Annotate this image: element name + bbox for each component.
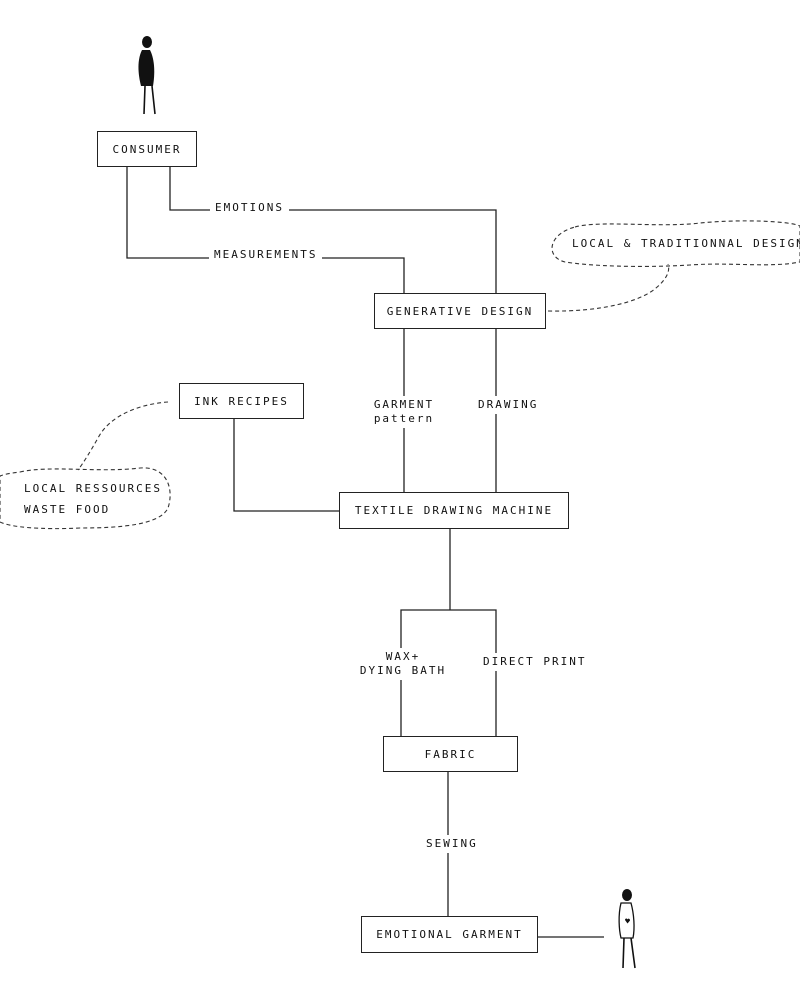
node-fabric-label: FABRIC xyxy=(424,747,477,761)
node-textile-machine-label: TEXTILE DRAWING MACHINE xyxy=(354,504,554,517)
cloud-link-designs xyxy=(547,263,670,312)
edge-label-garment-pattern: GARMENT pattern xyxy=(368,396,440,428)
node-ink-recipes: INK RECIPES xyxy=(179,383,304,419)
edge-label-direct-print: DIRECT PRINT xyxy=(479,653,591,671)
cloud-label-local-resources: LOCAL RESSOURCES xyxy=(24,482,162,495)
cloud-link-resources xyxy=(77,401,169,471)
node-generative-design-label: GENERATIVE DESIGN xyxy=(386,304,534,318)
connector-measurements xyxy=(126,166,405,294)
edge-label-pattern: pattern xyxy=(373,412,435,425)
cloud-local-designs xyxy=(551,220,800,267)
garment-figure-icon xyxy=(618,889,636,969)
edge-label-emotions: EMOTIONS xyxy=(210,201,289,215)
node-fabric: FABRIC xyxy=(383,736,518,772)
node-textile-machine: TEXTILE DRAWING MACHINE xyxy=(339,492,569,529)
edge-label-measurements: MEASUREMENTS xyxy=(209,248,323,262)
connector-ink-recipes xyxy=(233,418,340,512)
edge-label-wax: WAX+ xyxy=(385,650,421,663)
edge-label-wax-dying: WAX+ DYING BATH xyxy=(357,648,449,680)
connector-emotions xyxy=(169,166,497,294)
consumer-figure-icon xyxy=(138,36,156,115)
node-generative-design: GENERATIVE DESIGN xyxy=(374,293,546,329)
edge-label-drawing: DRAWING xyxy=(474,396,543,414)
node-emotional-garment-label: EMOTIONAL GARMENT xyxy=(376,928,523,941)
node-consumer-label: CONSUMER xyxy=(112,142,182,156)
edge-label-garment: GARMENT xyxy=(373,398,435,411)
node-ink-recipes-label: INK RECIPES xyxy=(194,394,289,408)
node-consumer: CONSUMER xyxy=(97,131,197,167)
cloud-label-waste-food: WASTE FOOD xyxy=(24,503,111,516)
edge-label-sewing: SEWING xyxy=(421,835,483,853)
cloud-local-resources xyxy=(0,467,171,530)
node-emotional-garment: EMOTIONAL GARMENT xyxy=(361,916,538,953)
edge-label-dying-bath: DYING BATH xyxy=(359,664,447,677)
cloud-label-local-designs: LOCAL & TRADITIONNAL DESIGNS xyxy=(572,237,800,250)
